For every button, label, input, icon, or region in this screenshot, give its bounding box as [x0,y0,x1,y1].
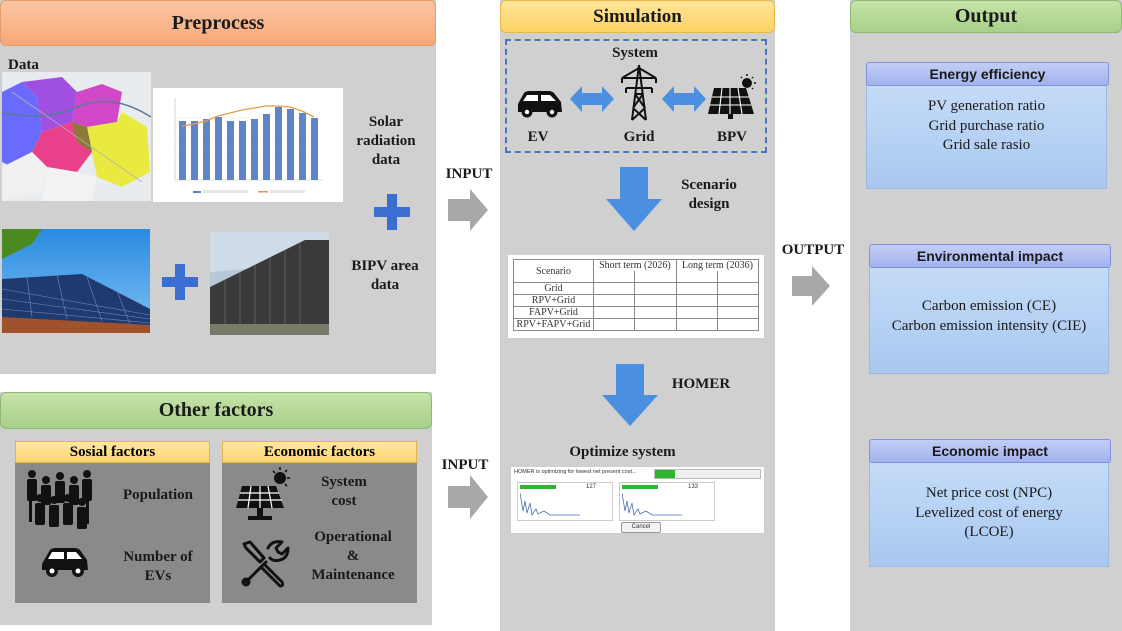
environmental-impact-header: Environmental impact [869,244,1111,268]
table-row: Grid [513,282,760,295]
double-arrow-icon [570,86,614,112]
economic-factors-box [222,441,417,603]
om-line-3: Maintenance [311,567,395,583]
table-row: RPV+Grid [513,294,760,307]
environmental-impact-box: Carbon emission (CE) Carbon emission int… [869,262,1109,374]
bipv-label-line-2: data [370,277,400,293]
output-header: Output [850,0,1122,33]
energy-efficiency-box: PV generation ratio Grid purchase ratio … [866,80,1107,189]
population-icon [27,470,92,529]
input-label-1: INPUT [445,166,493,182]
tools-icon [241,540,290,588]
down-arrow-icon [602,364,658,426]
homer-label: HOMER [671,376,731,392]
table-row: FAPV+Grid [513,306,760,319]
car-icon [42,548,88,577]
bpv-solar-icon [708,74,756,119]
grid-label: Grid [623,129,655,145]
solar-radiation-label: Solar radiation data [350,113,422,170]
system-cost-line-2: cost [331,493,357,509]
facade-pv-photo [210,232,329,335]
solar-panel-icon [236,467,290,520]
scenario-design-label: Scenario design [668,176,750,214]
om-line-2: & [346,548,360,564]
solar-label-line-2: radiation [356,133,416,149]
output-item: (LCOE) [964,524,1014,540]
table-cell: RPV+FAPV+Grid [513,318,594,331]
economic-impact-box: Net price cost (NPC) Levelized cost of e… [869,457,1109,567]
table-cell: FAPV+Grid [513,306,594,319]
bipv-area-label: BIPV area data [344,257,426,295]
homer-optimization-window: HOMER is optimizing for lowest net prese… [510,466,765,534]
energy-efficiency-header: Energy efficiency [866,62,1109,86]
output-item: Grid sale rasio [942,137,1031,153]
homer-value-2: 133 [688,484,699,490]
rooftop-pv-photo [2,229,150,333]
table-header-long: Long term (2036) [675,259,760,271]
table-cell: RPV+Grid [513,294,594,307]
output-label: OUTPUT [781,242,845,258]
number-of-evs-label: Number of EVs [110,548,206,586]
double-arrow-icon [662,86,706,112]
scenario-line-2: design [688,196,730,212]
social-factors-header: Sosial factors [15,441,210,463]
output-item: Levelized cost of energy [915,504,1063,521]
system-dashed-box [505,39,767,153]
output-item: PV generation ratio [927,98,1046,114]
output-item: Carbon emission (CE) [921,298,1057,314]
output-item: Carbon emission intensity (CIE) [891,317,1087,334]
simulation-header: Simulation [500,0,775,33]
table-cell: Grid [513,282,594,295]
system-label: System [612,45,658,61]
om-line-1: Operational [314,529,392,545]
table-header-short: Short term (2026) [593,259,677,271]
input-arrow-2 [448,475,488,519]
evs-line-1: Number of [123,549,193,565]
down-arrow-icon [606,167,662,231]
table-row: RPV+FAPV+Grid [513,318,760,331]
homer-plot-2: 133 [619,482,715,521]
region-map-image [2,72,151,201]
ev-label: EV [527,129,549,145]
population-label: Population [122,487,194,503]
grid-pylon-icon [621,64,657,121]
homer-value-1: 127 [586,484,597,490]
bpv-label: BPV [717,129,747,145]
system-cost-label: System cost [302,473,386,511]
ev-car-icon [518,91,562,118]
homer-progress-bar [654,469,761,479]
evs-line-2: EVs [144,568,172,584]
output-arrow [792,266,830,306]
homer-cancel-button[interactable]: Cancel [621,522,661,533]
system-cost-line-1: System [321,474,367,490]
scenario-line-1: Scenario [681,177,737,193]
data-label: Data [8,57,39,73]
input-arrow-1 [448,189,488,231]
preprocess-header: Preprocess [0,0,436,46]
output-item: Grid purchase ratio [928,117,1045,134]
other-factors-header: Other factors [0,392,432,429]
input-label-2: INPUT [441,457,489,473]
scenario-table: Scenario Short term (2026) Long term (20… [513,259,760,331]
solar-label-line-1: Solar [368,114,404,130]
bipv-label-line-1: BIPV area [351,258,419,274]
plus-icon [162,264,198,300]
optimize-system-label: Optimize system [569,444,676,460]
homer-plot-1: 127 [517,482,613,521]
economic-factors-header: Economic factors [222,441,417,463]
output-item: Net price cost (NPC) [925,485,1053,501]
operational-maintenance-label: Operational & Maintenance [300,528,406,585]
plus-icon [374,194,410,230]
solar-label-line-3: data [371,152,401,168]
table-header-scenario: Scenario [513,259,594,283]
social-factors-box [15,441,210,603]
scenario-table-card: Scenario Short term (2026) Long term (20… [508,255,764,338]
homer-status-text: HOMER is optimizing for lowest net prese… [514,469,637,475]
solar-radiation-chart-image [153,88,343,202]
economic-impact-header: Economic impact [869,439,1111,463]
